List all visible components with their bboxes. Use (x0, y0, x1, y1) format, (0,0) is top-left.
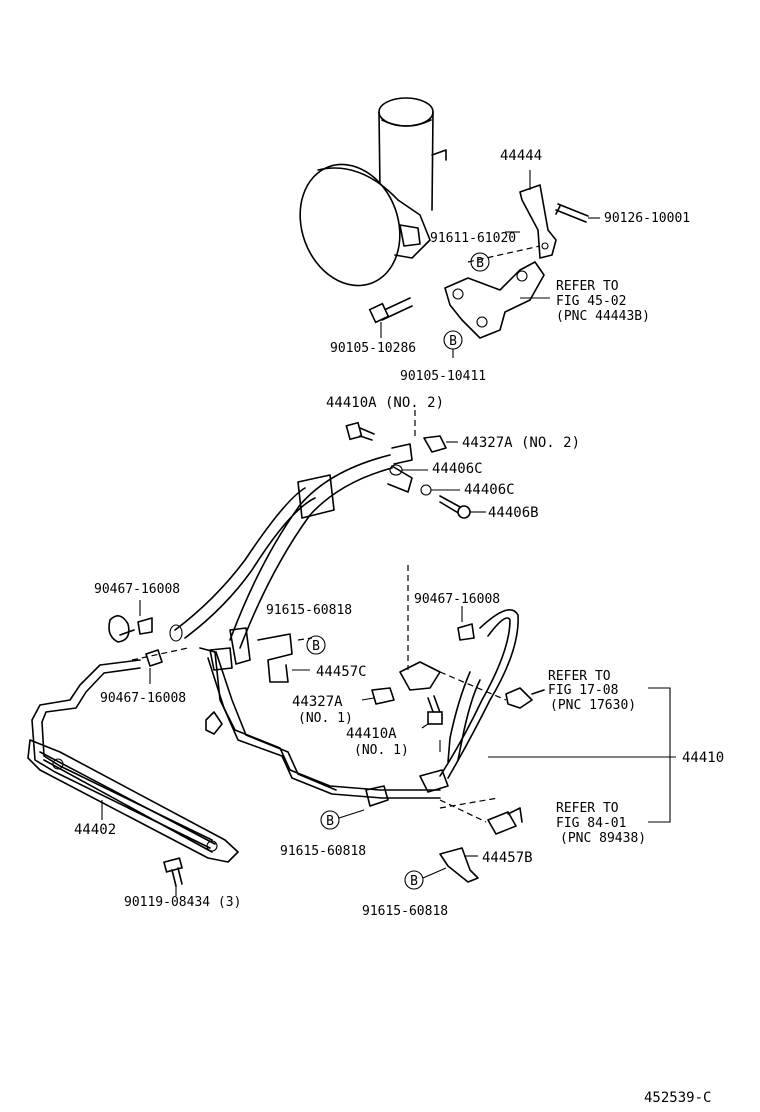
pipe-junction (205, 627, 251, 735)
label-44457C: 44457C (316, 664, 367, 680)
label-44410: 44410 (682, 750, 724, 766)
callout-b-4: B (320, 809, 365, 830)
label-91615-bottom: 91615-60818 (362, 904, 448, 919)
union-bolt-44410A-no2 (345, 421, 375, 441)
callout-b-3: B (306, 635, 326, 655)
label-91615-mid: 91615-60818 (280, 844, 366, 859)
bolt-90105-10286 (368, 297, 413, 338)
clamp-90467-left-bottom (145, 649, 163, 684)
leader-44410 (488, 687, 676, 823)
clamp-90467-right (457, 606, 475, 641)
bolt-90119 (162, 857, 184, 896)
svg-text:B: B (312, 639, 320, 654)
label-44327A-no1-sub: (NO. 1) (298, 711, 353, 726)
bracket-44444 (519, 170, 557, 259)
label-90467-left-bottom: 90467-16008 (100, 691, 186, 706)
label-refer-3-line3: (PNC 89438) (560, 831, 646, 846)
label-refer-2-line1: REFER TO (548, 669, 611, 684)
label-90126-10001: 90126-10001 (604, 211, 690, 226)
callout-b-1: B (470, 252, 490, 272)
clip-44327A-no2 (423, 435, 458, 453)
label-91611-61020: 91611-61020 (430, 231, 516, 246)
oil-cooler-44402 (27, 739, 239, 863)
label-90105-10411: 90105-10411 (400, 369, 486, 384)
label-refer-3-line1: REFER TO (556, 801, 619, 816)
gasket-44406C-a (389, 464, 428, 476)
clip-44327A-no1 (361, 687, 395, 705)
gasket-44406C-b (420, 484, 460, 496)
sensor-plug (439, 797, 523, 835)
label-44406B: 44406B (488, 505, 539, 521)
clamp-90467-left-top (108, 600, 153, 643)
label-44444: 44444 (500, 148, 542, 164)
label-44327A-no1: 44327A (292, 694, 343, 710)
bracket-44457C (257, 633, 310, 683)
bracket-44457B (439, 847, 479, 883)
union-bolt-44410A-no1 (421, 695, 443, 729)
return-tube (31, 647, 441, 849)
svg-text:B: B (326, 814, 334, 829)
label-refer-2-line3: (PNC 17630) (550, 698, 636, 713)
label-90467-right: 90467-16008 (414, 592, 500, 607)
label-refer-2-line2: FIG 17-08 (548, 683, 618, 698)
label-44402: 44402 (74, 822, 116, 838)
callout-b-5: B (404, 867, 447, 890)
pressure-hose-upper (169, 443, 413, 649)
label-44327A-no2: 44327A (NO. 2) (462, 435, 580, 451)
bolt-90126 (555, 203, 600, 223)
union-bolt-44406B (439, 495, 486, 519)
return-hose-right (365, 609, 519, 807)
label-44406C-a: 44406C (432, 461, 483, 477)
label-44406C-b: 44406C (464, 482, 515, 498)
figure-code: 452539-C (644, 1090, 711, 1106)
label-refer-1-line3: (PNC 44443B) (556, 309, 650, 324)
label-44410A-no1: 44410A (346, 726, 397, 742)
label-44457B: 44457B (482, 850, 533, 866)
svg-text:B: B (449, 334, 457, 349)
callout-b-2: B (443, 330, 463, 358)
label-90105-10286: 90105-10286 (330, 341, 416, 356)
label-90119-08434: 90119-08434 (3) (124, 895, 241, 910)
label-44410A-no2: 44410A (NO. 2) (326, 395, 444, 411)
power-steering-pump (299, 97, 447, 287)
pressure-switch (439, 671, 545, 709)
label-refer-3-line2: FIG 84-01 (556, 816, 626, 831)
label-90467-left-top: 90467-16008 (94, 582, 180, 597)
label-91615-top: 91615-60818 (266, 603, 352, 618)
pump-mount-bracket (444, 261, 545, 339)
label-refer-1-line1: REFER TO (556, 279, 619, 294)
label-refer-1-line2: FIG 45-02 (556, 294, 626, 309)
svg-text:B: B (410, 874, 418, 889)
svg-text:B: B (476, 256, 484, 271)
label-44410A-no1-sub: (NO. 1) (354, 743, 409, 758)
